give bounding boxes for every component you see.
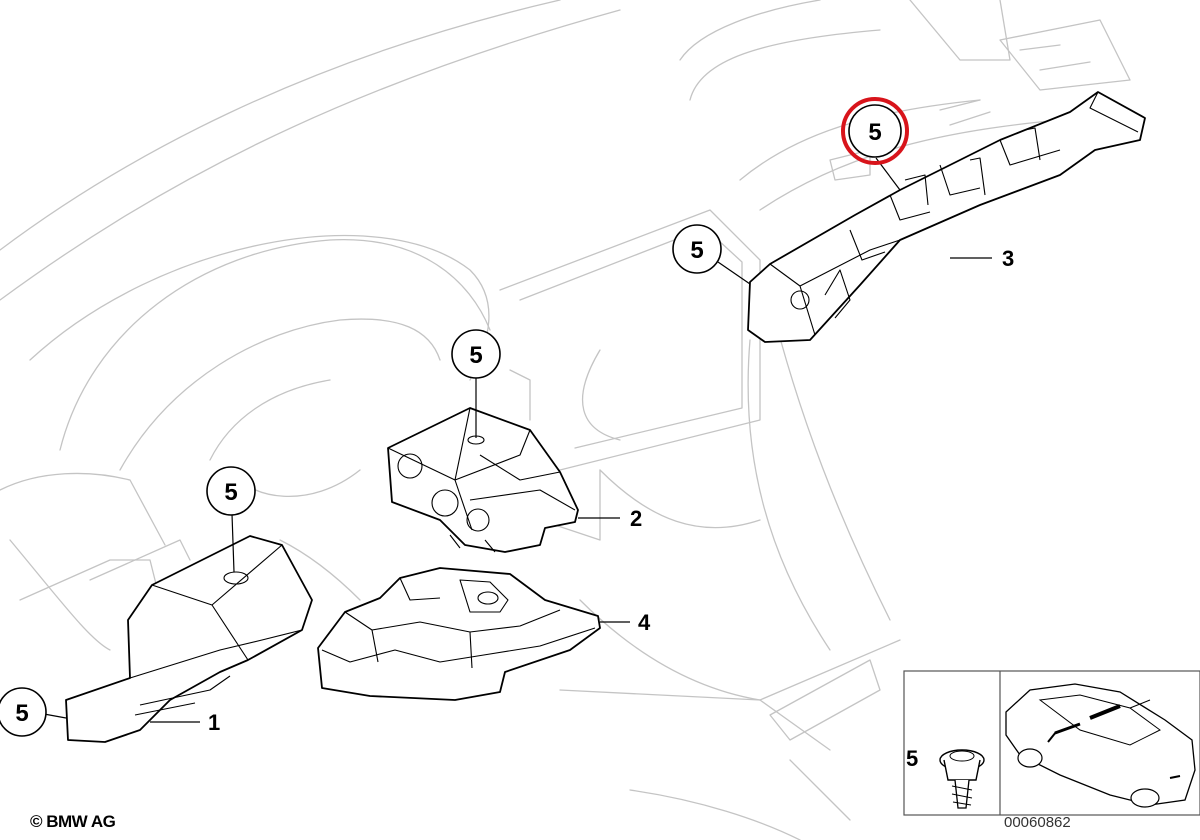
callout-label: 5 bbox=[868, 119, 881, 146]
callout-part-3-left[interactable]: 5 bbox=[672, 224, 722, 274]
callout-label: 5 bbox=[690, 237, 703, 264]
part-3-bracket bbox=[747, 91, 1146, 343]
part-label-2: 2 bbox=[630, 506, 642, 531]
car-silhouette-icon bbox=[1005, 683, 1196, 808]
inset-box: 5 bbox=[903, 670, 1200, 816]
diagram-id: 00060862 bbox=[1004, 814, 1071, 831]
clip-fastener-icon bbox=[939, 749, 985, 809]
callout-part-1-left[interactable]: 5 bbox=[0, 687, 47, 737]
part-4-tray bbox=[317, 567, 601, 701]
highlight-ring bbox=[841, 97, 909, 165]
copyright-text: © BMW AG bbox=[30, 812, 116, 831]
callout-top-highlighted[interactable]: 5 bbox=[841, 97, 909, 165]
part-label-4: 4 bbox=[638, 610, 651, 635]
part-labels: 3 2 4 1 bbox=[208, 246, 1014, 735]
callout-label: 5 bbox=[15, 700, 28, 727]
inset-part-label: 5 bbox=[906, 746, 918, 771]
callout-label: 5 bbox=[469, 342, 482, 369]
callout-part-2[interactable]: 5 bbox=[451, 329, 501, 379]
callout-label: 5 bbox=[224, 479, 237, 506]
part-label-3: 3 bbox=[1002, 246, 1014, 271]
part-label-1: 1 bbox=[208, 710, 220, 735]
part-1-duct bbox=[65, 535, 313, 743]
part-2-bracket bbox=[387, 407, 579, 553]
callout-part-1-top[interactable]: 5 bbox=[206, 466, 256, 516]
